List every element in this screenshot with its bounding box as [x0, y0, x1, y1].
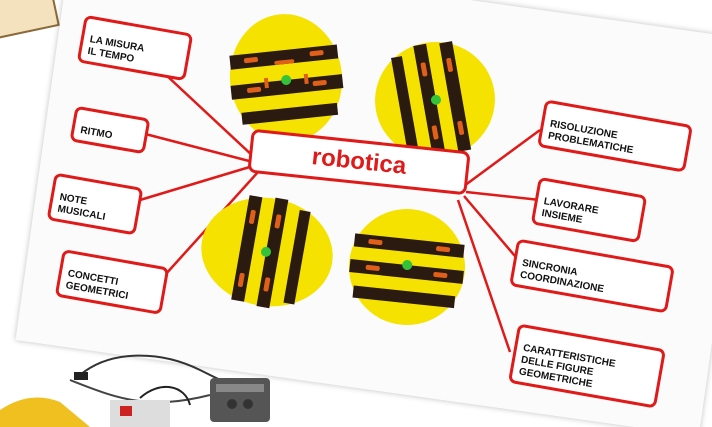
label-note: NOTE MUSICALI — [56, 191, 107, 223]
connector-ritmo — [129, 128, 254, 164]
label-sincronia: SINCRONIA COORDINAZIONE — [519, 257, 605, 296]
bee-bot-bottom-left — [201, 195, 333, 309]
label-caratteristiche: CARATTERISTICHE DELLE FIGURE GEOMETRICHE — [518, 342, 617, 391]
connector-note — [139, 164, 254, 202]
label-concetti: CONCETTI GEOMETRICI — [64, 268, 130, 302]
label-misura: LA MISURA IL TEMPO — [86, 34, 146, 65]
label-ritmo: RITMO — [79, 124, 114, 142]
label-lavorare: LAVORARE INSIEME — [540, 196, 600, 226]
connector-caratteristiche — [456, 199, 512, 353]
bee-bot-top-right — [375, 41, 495, 159]
bee-bot-top-left — [229, 14, 344, 142]
connector-lavorare — [465, 190, 541, 202]
robot-kit-cables — [0, 354, 270, 427]
connector-sincronia — [463, 195, 521, 263]
bee-bot-bottom-right — [349, 209, 465, 325]
connector-risoluzione — [463, 128, 541, 188]
center-label: robotica — [310, 143, 408, 180]
label-risoluzione: RISOLUZIONE PROBLEMATICHE — [547, 118, 635, 157]
